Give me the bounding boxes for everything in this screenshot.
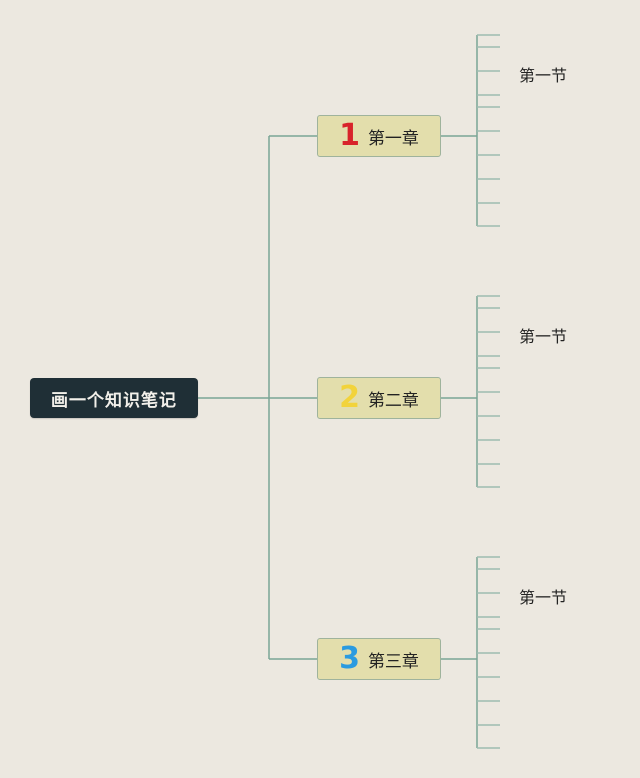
chapter-2-section-label[interactable]: 第一节: [519, 327, 568, 346]
root-topic-node[interactable]: 画一个知识笔记: [30, 378, 198, 418]
chapter-1-node[interactable]: 1 第一章: [317, 115, 441, 157]
chapter-3-label: 第三章: [367, 651, 419, 672]
root-topic-label: 画一个知识笔记: [51, 390, 177, 411]
chapter-1-number: 1: [339, 118, 360, 153]
chapter-2-label: 第二章: [367, 390, 419, 411]
chapter-2-node[interactable]: 2 第二章: [317, 377, 441, 419]
chapter-1-section-label[interactable]: 第一节: [519, 66, 568, 85]
chapter-3-number: 3: [339, 641, 360, 676]
chapter-1-label: 第一章: [367, 128, 419, 149]
chapter-3-node[interactable]: 3 第三章: [317, 638, 441, 680]
chapter-3-section-label[interactable]: 第一节: [519, 588, 568, 607]
chapter-2-number: 2: [339, 380, 360, 415]
